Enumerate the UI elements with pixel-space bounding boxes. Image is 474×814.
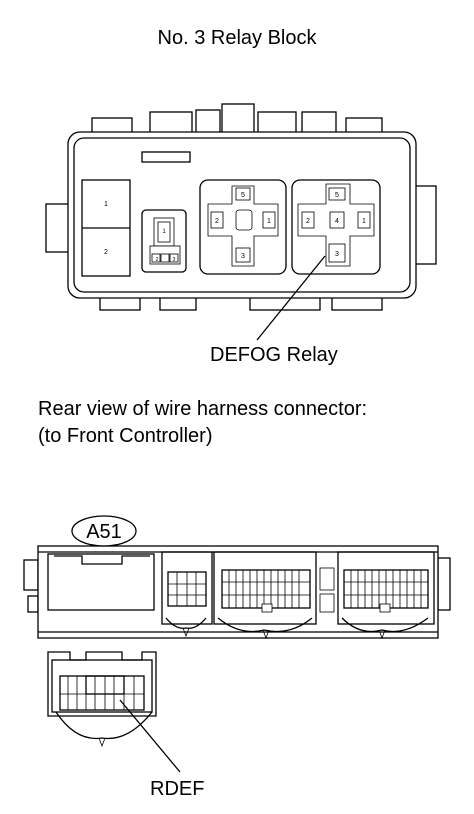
fuse-label-2: 2	[104, 249, 108, 256]
defog-pin-3: 3	[335, 251, 339, 258]
connector-id-label: A51	[86, 521, 122, 543]
fuse-label-1: 1	[104, 201, 108, 208]
defog-pin-2: 2	[306, 218, 310, 225]
relay-socket-middle: 5 2 1 3	[199, 179, 287, 275]
diagram-title: No. 3 Relay Block	[158, 27, 318, 49]
rdef-connector	[47, 651, 157, 748]
relay-middle-pin-3: 3	[241, 253, 245, 260]
relay-middle-pin-5: 5	[241, 192, 245, 199]
defog-pin-5: 5	[335, 192, 339, 199]
defog-relay-label: DEFOG Relay	[210, 344, 338, 366]
relay-middle-pin-1: 1	[267, 218, 271, 225]
small-connector-pin-3: 3	[173, 257, 176, 263]
fuse-block: 1 2	[81, 179, 131, 277]
connector-caption-line2: (to Front Controller)	[38, 425, 213, 447]
front-controller-connector: A51	[23, 515, 451, 640]
small-connector: 1 2 3	[141, 209, 187, 273]
connector-id-badge	[71, 515, 137, 547]
rdef-callout-line	[119, 699, 181, 773]
rdef-label: RDEF	[150, 778, 204, 800]
relay-middle-pin-2: 2	[215, 218, 219, 225]
relay-block: 1 2 1 2 3 5 2 1 3	[45, 103, 437, 311]
defog-relay-socket: 5 2 4 1 3	[291, 179, 381, 275]
defog-pin-4: 4	[335, 218, 339, 225]
connector-caption-line1: Rear view of wire harness connector:	[38, 398, 367, 420]
small-connector-pin-2: 2	[156, 257, 159, 263]
defog-callout-line	[256, 255, 326, 341]
small-connector-pin-1: 1	[162, 229, 166, 235]
defog-pin-1: 1	[362, 218, 366, 225]
